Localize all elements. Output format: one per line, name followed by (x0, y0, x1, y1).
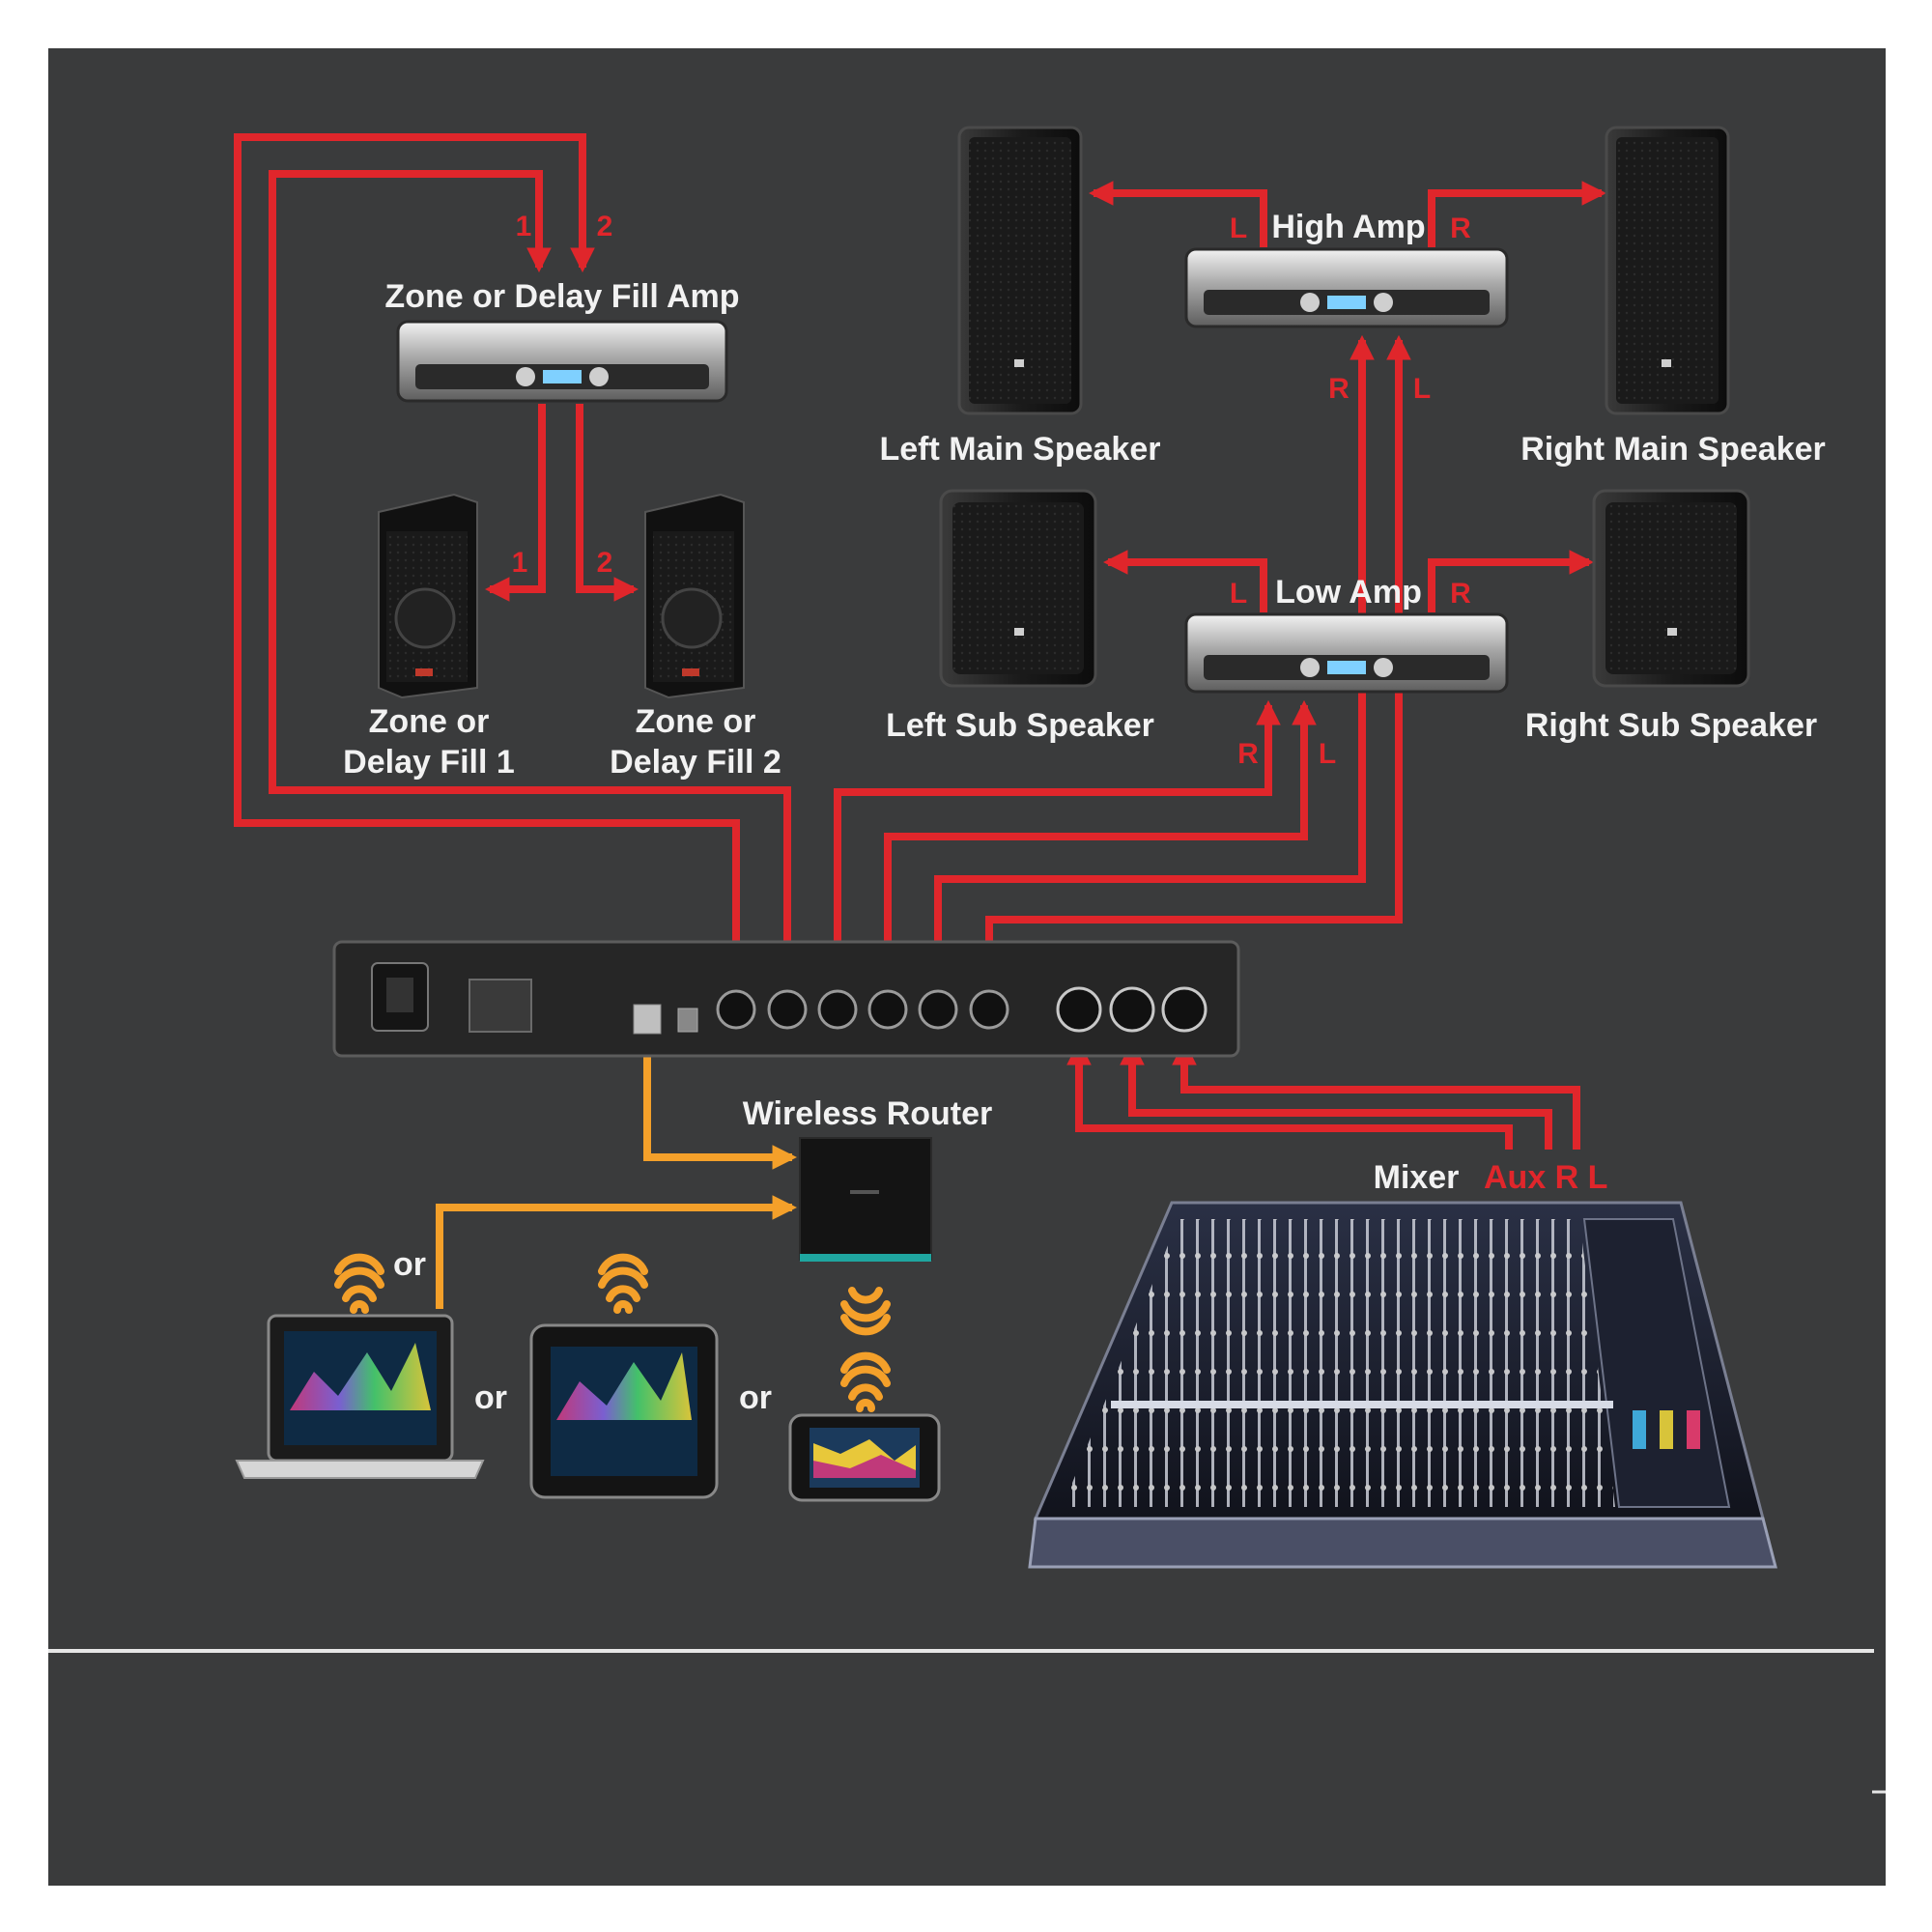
output-jack-5[interactable] (918, 989, 958, 1030)
input-jack-aux[interactable] (1056, 986, 1102, 1033)
tag-high-out-l: L (1230, 213, 1247, 244)
cable-zone-fill-2 (576, 404, 639, 602)
laptop (235, 1314, 485, 1479)
cable-left-main (1088, 181, 1267, 247)
zone-fill-1-label-line2: Delay Fill 1 (343, 744, 515, 781)
wifi-icon (840, 1351, 891, 1412)
mixer (1028, 1201, 1777, 1569)
cable-mixer-r (1120, 1039, 1552, 1150)
tag-zone-in-2: 2 (597, 211, 613, 242)
high-amp-label: High Amp (1271, 209, 1425, 245)
wifi-icon-down (840, 1287, 891, 1336)
zone-fill-2-label-line1: Zone or (636, 703, 756, 740)
mixer-channels-label: Aux R L (1484, 1159, 1607, 1196)
output-jack-1[interactable] (716, 989, 756, 1030)
mixer-label: Mixer (1374, 1159, 1460, 1196)
cable-zone-amp-in-1 (269, 170, 791, 1009)
tag-zone-out-1: 1 (512, 547, 528, 579)
zone-fill-1-label-line1: Zone or (369, 703, 490, 740)
tag-zone-out-2: 2 (597, 547, 613, 579)
tag-low-out-r: R (1450, 578, 1471, 610)
output-jack-3[interactable] (817, 989, 858, 1030)
tag-low-in-l: L (1319, 738, 1336, 770)
zone-amp-label: Zone or Delay Fill Amp (384, 278, 739, 315)
or-label-3: or (739, 1379, 772, 1416)
tag-low-out-l: L (1230, 578, 1247, 610)
output-jacks (716, 989, 1009, 1030)
usb-port[interactable] (677, 1008, 698, 1033)
cable-laptop-router (436, 1195, 798, 1309)
cable-ethernet-router (643, 1043, 798, 1170)
low-amp-label: Low Amp (1275, 574, 1422, 611)
cable-right-main (1428, 181, 1607, 247)
input-jack-l[interactable] (1161, 986, 1208, 1033)
wifi-icon (598, 1253, 648, 1314)
channel-tags: 1 2 1 2 L R R L L R R L (512, 211, 1472, 770)
or-label-2: or (474, 1379, 507, 1416)
input-jacks (1056, 986, 1208, 1033)
tag-low-in-r: R (1237, 738, 1259, 770)
cable-mixer-aux (1066, 1039, 1513, 1150)
right-sub-speaker (1592, 489, 1750, 688)
cable-left-sub (1102, 550, 1267, 612)
tag-high-in-r: R (1328, 373, 1350, 405)
left-main-label: Left Main Speaker (880, 431, 1161, 468)
labels: Zone or Delay Fill Amp Zone or Delay Fil… (343, 209, 1826, 1416)
output-jack-4[interactable] (867, 989, 908, 1030)
tag-high-out-r: R (1450, 213, 1471, 244)
cable-right-sub (1428, 550, 1595, 612)
output-jack-2[interactable] (767, 989, 808, 1030)
cable-mixer-l (1172, 1039, 1580, 1150)
label-plate (469, 979, 532, 1033)
cable-zone-fill-1 (484, 404, 546, 602)
high-amp (1184, 247, 1509, 328)
network-cables (436, 1043, 798, 1309)
phone (788, 1413, 941, 1502)
cable-low-amp-in-l (884, 699, 1317, 1009)
tag-zone-in-1: 1 (516, 211, 532, 242)
tag-high-in-l: L (1413, 373, 1431, 405)
ethernet-port[interactable] (633, 1004, 662, 1035)
wireless-router-icon (799, 1137, 932, 1261)
input-jack-r[interactable] (1109, 986, 1155, 1033)
or-label-1: or (393, 1246, 426, 1283)
low-amp (1184, 612, 1509, 694)
cable-zone-amp-in-2 (234, 133, 740, 1009)
right-sub-label: Right Sub Speaker (1525, 707, 1817, 744)
wireless-router (799, 1137, 932, 1262)
right-main-speaker (1605, 126, 1730, 415)
tablet (529, 1323, 719, 1499)
right-main-label: Right Main Speaker (1520, 431, 1826, 468)
cable-low-amp-in-r (834, 699, 1281, 1009)
zone-amp (396, 320, 728, 403)
zone-fill-speaker-2 (644, 493, 745, 699)
wifi-icons (334, 1253, 891, 1412)
wifi-icon (334, 1253, 384, 1314)
wireless-router-label: Wireless Router (743, 1095, 993, 1132)
left-sub-speaker (939, 489, 1097, 688)
left-main-speaker (957, 126, 1083, 415)
processor (332, 940, 1240, 1058)
output-jack-6[interactable] (969, 989, 1009, 1030)
zone-fill-speaker-1 (378, 493, 478, 699)
zone-fill-2-label-line2: Delay Fill 2 (610, 744, 781, 781)
left-sub-label: Left Sub Speaker (886, 707, 1154, 744)
